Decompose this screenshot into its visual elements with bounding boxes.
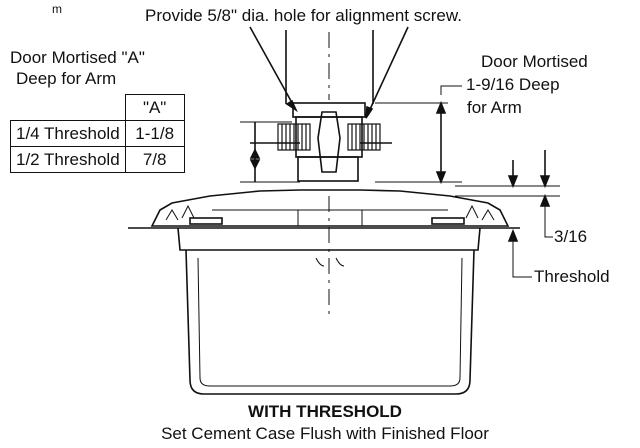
cement-case-body: [185, 249, 475, 395]
dim-316-label: 3/16: [554, 227, 588, 246]
mortise-right-label-line3: for Arm: [467, 98, 522, 117]
mortise-a-label-line2: Deep for Arm: [16, 69, 117, 88]
mortise-right-label-line2: 1-9/16 Deep: [466, 75, 560, 94]
dim-right-leader: [440, 85, 462, 95]
mortise-right-label-line1: Door Mortised: [481, 52, 588, 71]
table-row: 1/2 Threshold 7/8: [10, 146, 185, 173]
mortise-a-label-line1: Door Mortised "A": [10, 48, 145, 67]
table-row: 1/4 Threshold 1-1/8: [10, 120, 185, 147]
dim-right-arrow-top: [435, 100, 447, 114]
dim-316-left-arrow: [507, 175, 519, 189]
dim-a-arrow: [249, 148, 261, 170]
caption-subtitle: Set Cement Case Flush with Finished Floo…: [161, 424, 489, 443]
hole-arrow-left: [285, 99, 298, 113]
dim-316-leader: [544, 206, 553, 238]
cement-case-inner: [197, 257, 463, 387]
hole-leader-right: [365, 26, 409, 119]
table-header-a: "A": [124, 94, 185, 121]
mortise-depth-table: "A" 1/4 Threshold 1-1/8 1/2 Threshold 7/…: [10, 94, 185, 173]
clipped-text-line1: ...: [20, 0, 70, 3]
threshold-leader: [512, 231, 532, 278]
clipped-text-line2: m: [52, 2, 62, 16]
hole-arrow-right: [365, 105, 374, 119]
caption-title: WITH THRESHOLD: [248, 402, 402, 421]
arm-lower-block: [297, 156, 359, 182]
dim-right-arrow-bottom: [435, 171, 447, 185]
arm-top-block: [292, 102, 366, 118]
threshold-plate: [150, 189, 510, 227]
threshold-slot-left: [189, 217, 223, 225]
table-row-value: 1-1/8: [124, 120, 185, 147]
threshold-label: Threshold: [534, 267, 610, 286]
spring-right: [347, 123, 381, 151]
table-row-value: 7/8: [124, 146, 185, 173]
table-header-blank: [11, 95, 126, 121]
dim-316-right-arrow-bottom: [539, 193, 551, 207]
table-header-row: "A": [11, 94, 185, 121]
hole-leader-left: [249, 26, 297, 111]
spring-left: [277, 123, 311, 151]
threshold-slot-right: [431, 217, 465, 225]
threshold-arrow: [507, 228, 519, 242]
threshold-ridges: [165, 204, 495, 221]
table-row-label: 1/4 Threshold: [10, 120, 126, 147]
dim-316-right-arrow-top: [539, 175, 551, 189]
case-center-notch: [315, 257, 345, 267]
pivot-spindle: [317, 111, 341, 173]
hole-note-label: Provide 5/8" dia. hole for alignment scr…: [145, 6, 462, 25]
table-row-label: 1/2 Threshold: [10, 146, 126, 173]
